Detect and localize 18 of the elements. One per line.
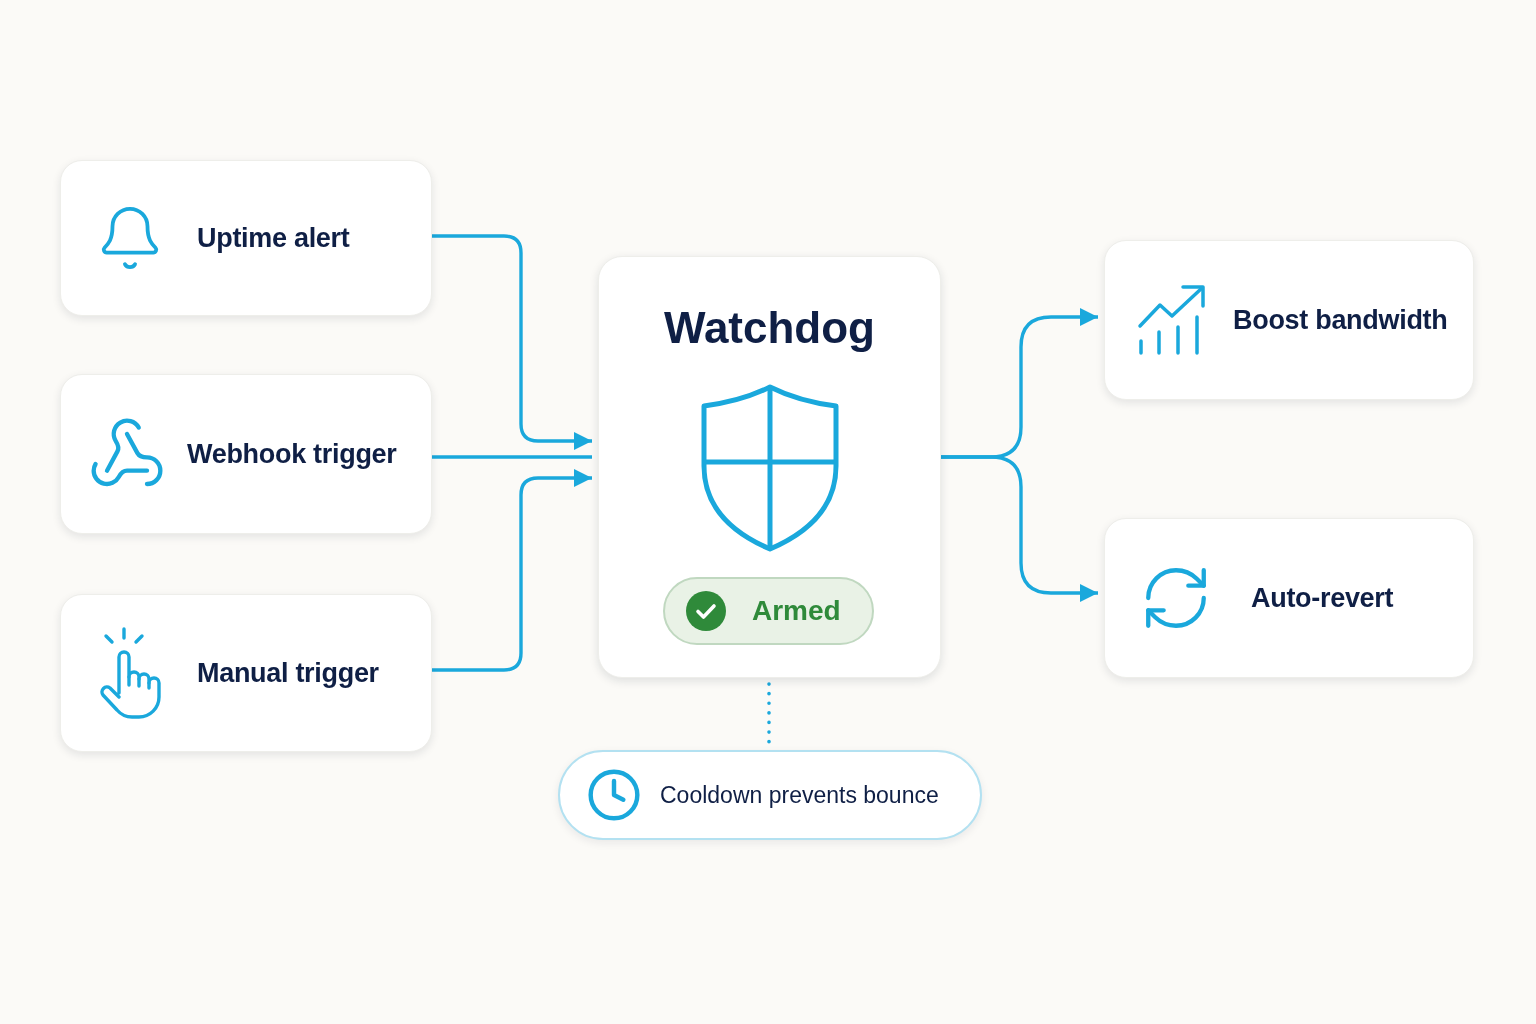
card-label: Boost bandwidth — [1233, 303, 1448, 337]
note-text: Cooldown prevents bounce — [660, 780, 939, 810]
card-label: Manual trigger — [197, 656, 379, 690]
trigger-card — [60, 594, 432, 752]
watchdog-card — [598, 256, 941, 678]
arrow — [432, 469, 592, 672]
arrow — [432, 234, 592, 450]
arrow — [941, 455, 1098, 602]
connector-line — [432, 455, 592, 459]
trigger-card — [60, 160, 432, 316]
status-label: Armed — [752, 594, 841, 628]
card-label: Uptime alert — [197, 221, 350, 255]
card-title: Watchdog — [664, 302, 875, 354]
action-card — [1104, 240, 1474, 400]
trigger-card — [60, 374, 432, 534]
card-label: Auto-revert — [1251, 581, 1394, 615]
card-label: Webhook trigger — [187, 437, 397, 471]
action-card — [1104, 518, 1474, 678]
